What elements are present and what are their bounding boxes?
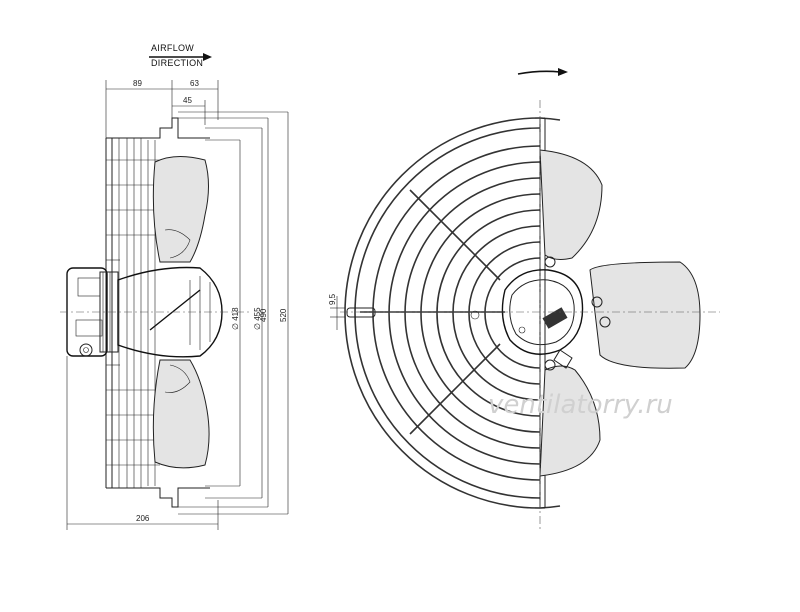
dim-206: 206: [136, 514, 150, 523]
blade-side-bottom: [152, 359, 210, 469]
blade-side-top: [152, 156, 209, 263]
guard-side: [105, 117, 210, 508]
airflow-label-line1: AIRFLOW: [151, 43, 194, 53]
dim-63: 63: [190, 79, 199, 88]
dim-490: 490: [259, 308, 268, 322]
guard-grill: [344, 117, 561, 509]
blade-front-bottom: [539, 365, 601, 477]
watermark-text: ventilatorry.ru: [488, 390, 673, 420]
top-dimensions: 89 63 45: [105, 79, 219, 140]
side-view: AIRFLOW DIRECTION 89 63 45: [60, 43, 289, 530]
dim-9-5: 9,5: [328, 293, 337, 305]
airflow-label-line2: DIRECTION: [151, 58, 203, 68]
dim-45: 45: [183, 96, 192, 105]
dim-89: 89: [133, 79, 142, 88]
vertical-dimensions: ∅ 418 ∅ 455 490 520: [178, 111, 289, 515]
blade-front-right: [589, 261, 701, 369]
dim-520: 520: [279, 308, 288, 322]
rotation-arrow-icon: [517, 68, 568, 76]
dim-418: ∅ 418: [231, 307, 240, 330]
motor-front: [470, 256, 611, 371]
front-view: 9,5: [328, 68, 720, 530]
mounting-stub: 9,5: [328, 293, 376, 330]
bottom-dimension: 206: [66, 356, 219, 530]
blade-front-top: [539, 149, 603, 260]
airflow-arrow-icon: [149, 53, 212, 61]
dim-455: ∅ 455: [253, 307, 262, 330]
